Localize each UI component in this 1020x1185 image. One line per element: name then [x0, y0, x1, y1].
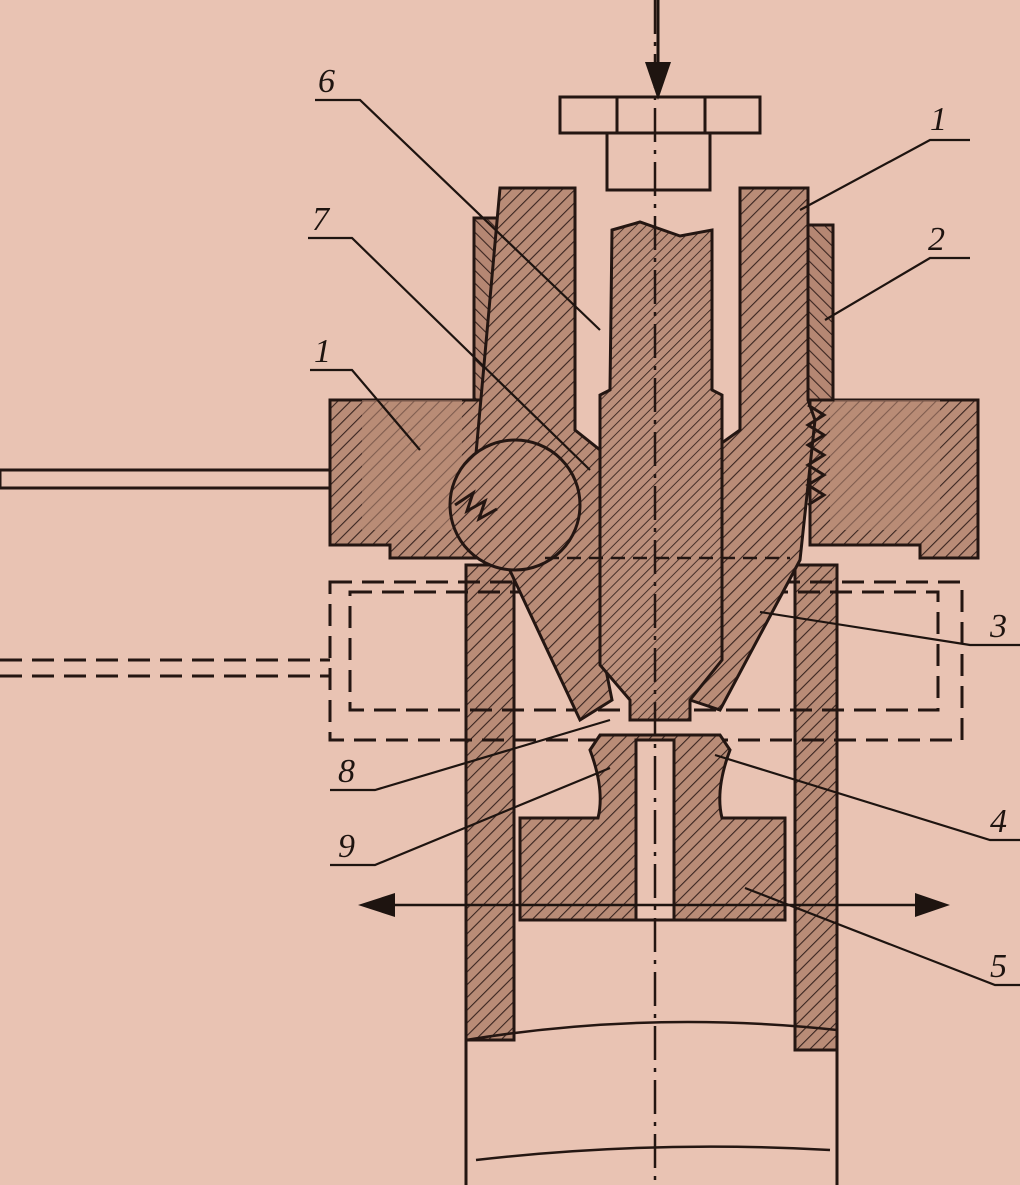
callout-6: 6 — [318, 63, 335, 100]
lower-tube — [464, 563, 839, 1185]
leader-lines — [308, 98, 1020, 987]
handle-rod — [0, 468, 332, 490]
lower-die — [518, 733, 787, 922]
load-arrow — [645, 0, 671, 100]
callout-2: 2 — [928, 221, 945, 258]
ball-insert — [448, 438, 582, 572]
callout-8: 8 — [338, 753, 355, 790]
callout-labels: 1 2 6 7 1 3 4 5 8 9 — [312, 63, 1007, 985]
top-nut — [558, 95, 762, 135]
callout-4: 4 — [990, 803, 1007, 840]
callout-5: 5 — [990, 948, 1007, 985]
callout-9: 9 — [338, 828, 355, 865]
thread-right — [805, 403, 827, 507]
movement-arrow — [358, 893, 950, 917]
callout-3: 3 — [989, 608, 1007, 645]
callout-7: 7 — [312, 201, 331, 238]
callout-1-left: 1 — [314, 333, 331, 370]
spindle — [598, 128, 724, 722]
callout-1-top: 1 — [930, 101, 947, 138]
